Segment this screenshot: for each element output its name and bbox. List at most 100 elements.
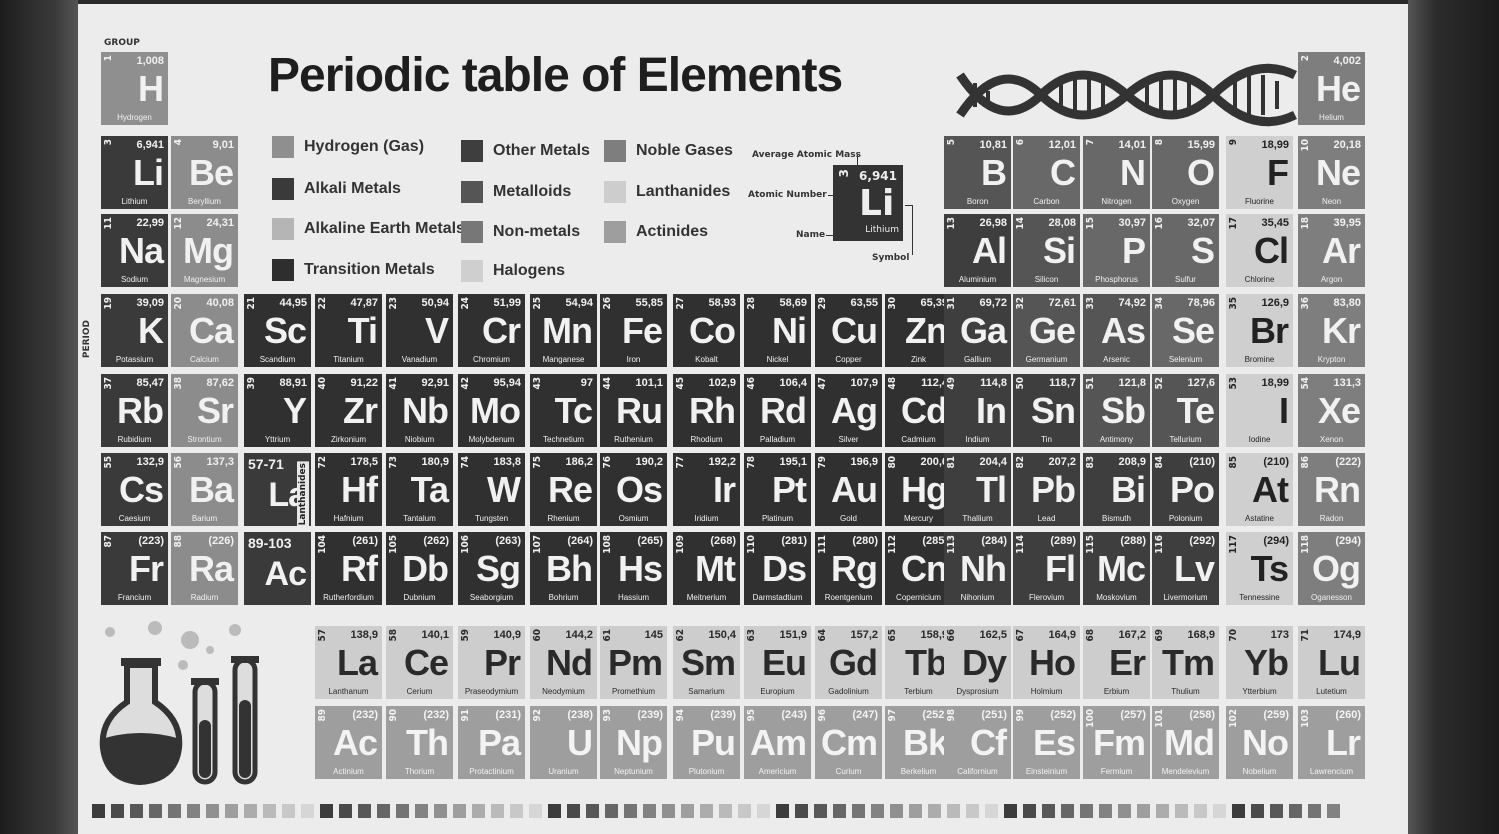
frame-left — [0, 0, 78, 834]
element-number: 20 — [173, 297, 184, 310]
element-symbol: Np — [616, 722, 663, 763]
legend-label: Non-metals — [493, 223, 581, 240]
element-name: Magnesium — [183, 275, 226, 284]
element-name: Curium — [835, 767, 862, 776]
flask-and-test-tubes-icon — [99, 621, 259, 786]
element-mass: 127,6 — [1187, 377, 1215, 389]
element-mass: 162,5 — [979, 629, 1007, 641]
element-mass: 18,99 — [1261, 377, 1289, 389]
element-mass: (268) — [710, 535, 736, 547]
element-symbol: Ru — [616, 390, 663, 431]
element-mass: 140,1 — [421, 629, 449, 641]
element-name: Barium — [191, 514, 218, 523]
element-name: Hassium — [617, 593, 650, 602]
element-number: 59 — [460, 629, 471, 642]
element-symbol: V — [424, 310, 449, 351]
element-number: 67 — [1015, 629, 1026, 642]
element-number: 81 — [946, 456, 957, 469]
element-number: 54 — [1300, 377, 1311, 390]
element-mass: 151,9 — [779, 629, 807, 641]
strip-square — [282, 804, 295, 818]
strip-square — [472, 804, 485, 818]
strip-square — [966, 804, 979, 818]
element-symbol: Bh — [546, 548, 593, 589]
element-name: Helium — [1319, 113, 1344, 122]
element-symbol: Ar — [1321, 230, 1361, 271]
element-number: 50 — [1015, 377, 1026, 390]
element-mass: 145 — [644, 629, 663, 641]
element-mass: 65,39 — [920, 297, 948, 309]
element-symbol: Te — [1176, 390, 1215, 431]
element-symbol: Nd — [546, 642, 593, 683]
element-number: 103 — [1300, 709, 1311, 728]
element-mass: 22,99 — [136, 217, 164, 229]
element-name: Scandium — [259, 355, 296, 364]
element-name: Yttrium — [264, 435, 291, 444]
element-mass: 40,08 — [206, 297, 234, 309]
element-symbol: P — [1121, 230, 1146, 271]
element-mass: (232) — [423, 709, 449, 721]
element-number: 14 — [1015, 217, 1026, 230]
element-name: Livermorium — [1163, 593, 1208, 602]
element-number: 21 — [246, 297, 257, 310]
element-number: 77 — [675, 456, 686, 469]
element-name: Francium — [117, 593, 152, 602]
element-mass: 150,4 — [708, 629, 736, 641]
legend-swatch — [461, 181, 483, 203]
element-number: 35 — [1228, 297, 1239, 310]
element-mass: 20,18 — [1333, 139, 1361, 151]
element-symbol: Mt — [695, 548, 736, 589]
element-name: Silicon — [1034, 275, 1059, 284]
element-symbol: Fm — [1093, 722, 1146, 763]
element-mass: 47,87 — [350, 297, 378, 309]
strip-square — [1156, 804, 1169, 818]
element-symbol: Yb — [1243, 642, 1289, 683]
legend-label: Alkali Metals — [304, 180, 401, 197]
element-name: Mendelevium — [1161, 767, 1210, 776]
element-number: 17 — [1228, 217, 1239, 230]
strip-square — [149, 804, 162, 818]
element-name: Nihonium — [960, 593, 995, 602]
element-symbol: F — [1267, 152, 1289, 193]
element-name: Strontium — [187, 435, 222, 444]
element-mass: 4,002 — [1333, 55, 1361, 67]
element-number: 28 — [746, 297, 757, 310]
element-number: 6 — [1015, 139, 1026, 146]
element-name: Indium — [965, 435, 990, 444]
element-symbol: Er — [1108, 642, 1146, 683]
element-name: Iodine — [1248, 435, 1271, 444]
element-symbol: Rg — [831, 548, 878, 589]
element-number: 30 — [887, 297, 898, 310]
element-mass: 78,96 — [1187, 297, 1215, 309]
element-name: Titanium — [333, 355, 364, 364]
strip-square — [92, 804, 105, 818]
strip-square — [567, 804, 580, 818]
element-symbol: Ca — [188, 310, 234, 351]
strip-square — [168, 804, 181, 818]
element-mass: (284) — [981, 535, 1007, 547]
element-mass: 9,01 — [212, 139, 234, 151]
element-mass: 58,93 — [708, 297, 736, 309]
element-symbol: Sg — [475, 548, 521, 589]
element-symbol: Ac — [332, 722, 378, 763]
element-symbol: Rn — [1314, 469, 1361, 510]
